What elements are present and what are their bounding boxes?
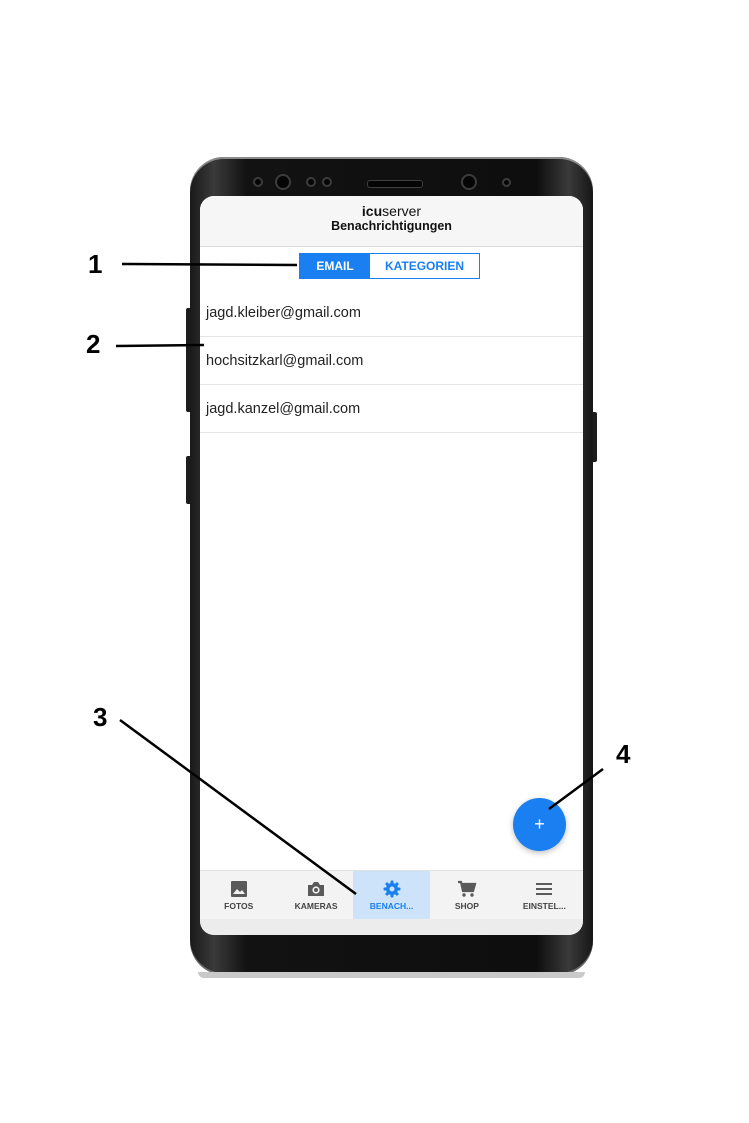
volume-button [186,308,192,412]
page-title: Benachrichtigungen [331,219,452,233]
callout-number: 2 [86,329,101,359]
callout-number: 1 [88,249,103,279]
callout-number: 4 [616,739,631,769]
image-icon [230,881,247,897]
tab-label: SHOP [454,901,479,911]
sensor-dot [322,177,332,187]
tab-label: FOTOS [224,901,254,911]
tab-label: KAMERAS [294,901,338,911]
sensor-dot [306,177,316,187]
side-button [186,456,192,504]
power-button [591,412,597,462]
segment-email[interactable]: EMAIL [300,254,370,278]
app-screen: icuserver Benachrichtigungen EMAIL KATEG… [200,196,583,935]
list-item[interactable]: jagd.kanzel@gmail.com [200,385,583,433]
tab-shop[interactable]: SHOP [428,871,505,920]
bottom-tab-bar: FOTOS KAMERAS BENACH... SHOP EINSTEL... [200,870,583,920]
front-camera [275,174,291,190]
earpiece-speaker [367,180,423,188]
list-item[interactable]: hochsitzkarl@gmail.com [200,337,583,385]
front-sensor [461,174,477,190]
tab-einstellungen[interactable]: EINSTEL... [506,871,583,920]
gear-icon [383,880,401,898]
segment-categories[interactable]: KATEGORIEN [370,254,479,278]
app-logo: icuserver [361,203,422,219]
callout-line-2 [115,343,205,348]
callout-line-3 [119,718,357,896]
plus-icon: + [534,814,545,834]
callout-number: 3 [93,702,108,732]
tab-fotos[interactable]: FOTOS [200,871,277,920]
callout-line-4 [548,767,604,811]
tab-kameras[interactable]: KAMERAS [277,871,354,920]
camera-icon [308,882,325,896]
app-header: icuserver Benachrichtigungen [200,196,583,247]
menu-icon [536,883,553,895]
list-item[interactable]: jagd.kleiber@gmail.com [200,289,583,337]
segmented-control: EMAIL KATEGORIEN [299,253,480,279]
sensor-dot [253,177,263,187]
callout-line-1 [121,262,298,267]
add-button[interactable]: + [513,798,566,851]
tab-benachrichtigungen[interactable]: BENACH... [352,871,431,920]
system-nav-area [200,919,583,935]
tab-label: EINSTEL... [522,901,566,911]
tab-label: BENACH... [369,901,414,911]
email-list: jagd.kleiber@gmail.com hochsitzkarl@gmai… [200,289,583,433]
sensor-dot [502,178,511,187]
cart-icon [457,880,477,897]
